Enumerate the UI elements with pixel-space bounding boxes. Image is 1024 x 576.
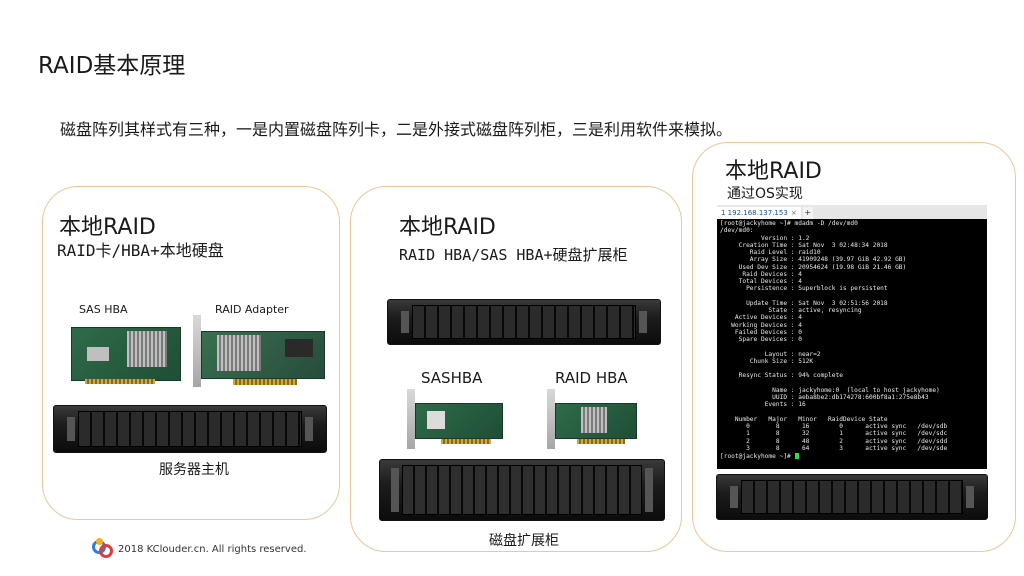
- terminal-line: Raid Devices : 4: [720, 270, 802, 278]
- card-title: 本地RAID: [725, 159, 822, 184]
- terminal-line: [720, 293, 984, 300]
- terminal-line: State : active, resyncing: [720, 307, 862, 314]
- footer-copyright: 2018 KClouder.cn. All rights reserved.: [118, 544, 307, 555]
- terminal-line: Events : 16: [720, 401, 806, 409]
- raid-adapter-label: RAID Adapter: [215, 303, 289, 316]
- sashba-label: SASHBA: [421, 369, 483, 387]
- card-title: 本地RAID: [399, 215, 496, 240]
- terminal-line: Persistence : Superblock is persistent: [720, 285, 888, 293]
- sas-hba-label: SAS HBA: [79, 303, 128, 316]
- terminal-line: Array Size : 41909248 (39.97 GiB 42.92 G…: [720, 256, 907, 264]
- terminal-line: Active Devices : 4: [720, 314, 802, 322]
- terminal-line: 1 8 32 1 active sync /dev/sdc: [720, 430, 948, 438]
- terminal-line: [720, 409, 984, 416]
- cursor-icon: [794, 453, 799, 459]
- terminal-prompt-line: [root@jackyhome ~]#: [717, 453, 987, 461]
- terminal-line: [720, 365, 984, 372]
- page-title: RAID基本原理: [38, 53, 186, 79]
- terminal-line: Update Time : Sat Nov 3 02:51:56 2018: [720, 299, 888, 307]
- terminal-line: Chunk Size : 512K: [720, 357, 814, 365]
- enclosure-bottom-image: [379, 459, 665, 521]
- card-subtitle: RAID卡/HBA+本地硬盘: [57, 241, 224, 260]
- terminal-tab[interactable]: 1 192.168.137.153 ×: [717, 207, 801, 219]
- terminal-line: [root@jackyhome ~]# mdadm -D /dev/md0: [720, 220, 858, 227]
- kclouder-logo-icon: [92, 538, 114, 560]
- terminal-line: 0 8 16 0 active sync /dev/sdb: [720, 423, 948, 430]
- card-subtitle: 通过OS实现: [727, 186, 803, 202]
- terminal-line: Working Devices : 4: [720, 321, 802, 329]
- terminal-line: Resync Status : 94% complete: [720, 372, 843, 380]
- terminal-line: [720, 343, 984, 350]
- raid-hba-card-image: [547, 389, 639, 451]
- card-subtitle: RAID HBA/SAS HBA+硬盘扩展柜: [399, 246, 628, 264]
- page-subtitle: 磁盘阵列其样式有三种，一是内置磁盘阵列卡，二是外接式磁盘阵列柜，三是利用软件来模…: [60, 120, 733, 139]
- server-caption: 服务器主机: [159, 462, 229, 478]
- card-title: 本地RAID: [59, 215, 156, 240]
- terminal-window: 1 192.168.137.153 × + [root@jackyhome ~]…: [717, 205, 987, 469]
- terminal-line: Name : jackyhome:0 (local to host jackyh…: [720, 386, 940, 394]
- terminal-line: Spare Devices : 0: [720, 336, 802, 343]
- terminal-line: 3 8 64 3 active sync /dev/sde: [720, 444, 948, 452]
- new-tab-icon[interactable]: +: [802, 207, 813, 219]
- terminal-line: Used Dev Size : 20954624 (19.98 GiB 21.4…: [720, 263, 907, 271]
- terminal-line: Failed Devices : 0: [720, 328, 802, 336]
- terminal-line: UUID : aeba8be2:db174278:600bf8a1:275e8b…: [720, 394, 929, 401]
- terminal-tabbar: 1 192.168.137.153 × +: [717, 205, 987, 219]
- os-server-image: [716, 474, 988, 520]
- terminal-line: /dev/md0:: [720, 227, 754, 235]
- terminal-tab-label: 1 192.168.137.153: [721, 209, 788, 217]
- terminal-line: Version : 1.2: [720, 234, 810, 242]
- close-icon[interactable]: ×: [790, 209, 797, 217]
- card-raid-enclosure: 本地RAID RAID HBA/SAS HBA+硬盘扩展柜 SASHBA RAI…: [350, 186, 682, 552]
- sas-hba-card-image: [61, 323, 183, 385]
- terminal-line: Creation Time : Sat Nov 3 02:48:34 2018: [720, 241, 888, 249]
- terminal-prompt: [root@jackyhome ~]#: [720, 453, 795, 460]
- terminal-line: Total Devices : 4: [720, 278, 802, 285]
- card-local-raid-card: 本地RAID RAID卡/HBA+本地硬盘 SAS HBA RAID Adapt…: [42, 186, 340, 520]
- raid-adapter-card-image: [193, 315, 327, 389]
- raid-hba-label: RAID HBA: [555, 369, 628, 387]
- terminal-line: [720, 380, 984, 387]
- terminal-line: Number Major Minor RaidDevice State: [720, 415, 888, 423]
- enclosure-top-image: [387, 299, 661, 345]
- server-chassis-image: [53, 405, 327, 453]
- enclosure-caption: 磁盘扩展柜: [489, 533, 559, 549]
- sashba-card-image: [407, 389, 507, 451]
- terminal-line: Layout : near=2: [720, 350, 821, 358]
- terminal-line: 2 8 48 2 active sync /dev/sdd: [720, 437, 948, 445]
- terminal-line: Raid Level : raid10: [720, 249, 821, 256]
- terminal-output: [root@jackyhome ~]# mdadm -D /dev/md0/de…: [717, 219, 987, 453]
